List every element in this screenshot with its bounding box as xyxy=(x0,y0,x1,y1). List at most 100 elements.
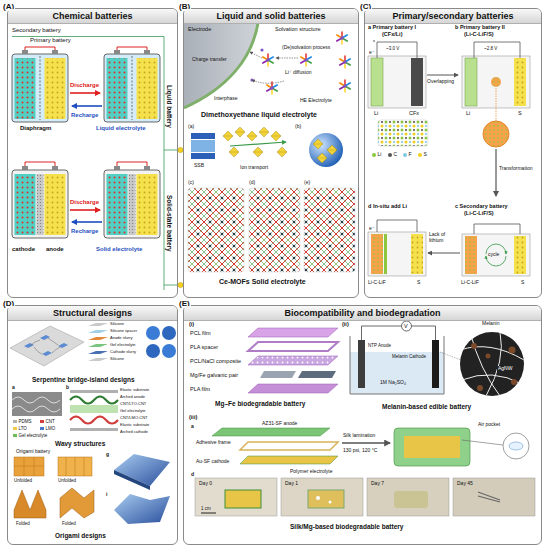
legend-swatch xyxy=(13,420,17,424)
annotation-label: Air pocket xyxy=(478,422,500,428)
annotation-label: Recharge xyxy=(71,228,98,235)
annotation-label: Li xyxy=(466,110,470,116)
annotation-label: 130 psi, 120 °C xyxy=(343,448,377,454)
annotation-label: Interphase xyxy=(214,96,238,102)
annotation-label: Recharge xyxy=(71,112,98,119)
annotation-label: AgNW xyxy=(497,366,513,372)
annotation-label: cathode xyxy=(12,246,35,253)
annotation-label: a xyxy=(191,424,194,430)
legend-item: LMO xyxy=(40,426,55,431)
annotation-label: CFx xyxy=(409,110,419,116)
panel-box: (B)Liquid and solid batteries xyxy=(183,8,359,298)
annotation-label: HE Electrolyte xyxy=(300,98,332,104)
annotation-label: Day 1 xyxy=(285,481,298,487)
annotation-label: (ii) xyxy=(342,321,349,327)
annotation-label: (a) xyxy=(188,124,194,130)
annotation-label: Charge transfer xyxy=(192,57,227,63)
annotation-label: i xyxy=(106,492,107,498)
annotation-label: Silicone spacer xyxy=(110,329,137,334)
annotation-label: Gel electrolyte xyxy=(120,409,146,414)
annotation-label: b xyxy=(66,385,69,391)
legend-swatch xyxy=(40,427,44,431)
annotation-label: (b) xyxy=(295,124,301,130)
annotation-label: Au-SF cathode xyxy=(196,459,229,465)
annotation-label: c Secondary battery xyxy=(455,203,508,209)
annotation-label: Melanin-based edible battery xyxy=(382,403,471,410)
panel-box: (A)Chemical batteries xyxy=(7,8,178,298)
annotation-label: Solid-state battery xyxy=(166,195,173,252)
legend-text: LMO xyxy=(46,426,56,431)
annotation-label: (c) xyxy=(188,180,194,186)
legend-swatch xyxy=(403,153,407,157)
annotation-label: (Li-C-LiF/S) xyxy=(464,31,494,37)
annotation-label: Silk lamination xyxy=(343,433,375,439)
annotation-label: Lack of lithium xyxy=(429,232,459,244)
annotation-label: Discharge xyxy=(70,82,99,89)
annotation-label: Serpentine bridge-island designs xyxy=(32,376,135,383)
annotation-label: Li-C-LiF xyxy=(368,280,386,286)
annotation-label: a Primary battery I xyxy=(368,24,416,30)
annotation-label: Solvation structure xyxy=(275,26,321,32)
annotation-label: e⁻ xyxy=(369,50,374,56)
legend-item: F xyxy=(403,152,412,158)
annotation-label: Gel electrolyte xyxy=(110,343,136,348)
annotation-label: (Li-C-LiF/S) xyxy=(464,210,494,216)
panel-title: Biocompatibility and biodegradation xyxy=(184,306,541,321)
annotation-label: Ion transport xyxy=(240,165,268,171)
annotation-label: Mg/Fe galvanic pair xyxy=(190,372,238,378)
annotation-label: d In-situ add Li xyxy=(368,203,407,209)
legend-swatch xyxy=(372,153,376,157)
panel-title: Liquid and solid batteries xyxy=(184,9,358,24)
annotation-label: Discharge xyxy=(70,199,99,206)
annotation-label: Origami battery xyxy=(16,449,50,455)
annotation-label: g xyxy=(106,452,109,458)
legend-text: Gel electrolyte xyxy=(19,433,48,438)
annotation-label: Ce-MOFs Solid electrolyte xyxy=(219,278,306,286)
annotation-label: 1M Na₂SO₄ xyxy=(380,380,406,386)
legend-item: LTO xyxy=(13,426,27,431)
annotation-label: 1 cm xyxy=(201,506,211,511)
legend-item: Gel electrolyte xyxy=(13,433,47,438)
annotation-label: PLA film xyxy=(190,386,210,392)
panel-title: Structural designs xyxy=(8,306,177,321)
annotation-label: Liquid battery xyxy=(166,85,173,128)
annotation-label: Diaphragm xyxy=(20,125,51,132)
annotation-label: Polymer electrolyte xyxy=(290,469,333,475)
legend-text: Li xyxy=(378,152,382,158)
annotation-label: ~2.8 V xyxy=(484,46,497,51)
legend-swatch xyxy=(13,427,17,431)
annotation-label: d xyxy=(191,472,194,478)
annotation-label: Silicone xyxy=(110,357,124,362)
annotation-label: Arched cathode xyxy=(120,430,148,435)
legend-swatch xyxy=(388,153,392,157)
legend-text: S xyxy=(424,152,427,158)
annotation-label: Li xyxy=(374,110,378,116)
annotation-label: (CFx/Li) xyxy=(382,31,402,37)
annotation-label: Origami designs xyxy=(55,532,106,539)
panel-title: Primary/secondary batteries xyxy=(365,9,541,24)
annotation-label: SSB xyxy=(194,163,204,169)
annotation-label: b Primary battery II xyxy=(455,24,505,30)
annotation-label: S xyxy=(417,280,420,286)
annotation-label: CNT/LMO-CNT xyxy=(120,416,148,421)
annotation-label: a xyxy=(12,385,15,391)
annotation-label: NTP Anode xyxy=(368,343,391,348)
annotation-label: (e) xyxy=(304,180,310,186)
legend-swatch xyxy=(13,434,17,438)
annotation-label: PCL/NaCl composite xyxy=(190,358,241,364)
annotation-label: Melanin xyxy=(482,321,500,327)
annotation-label: Unfolded xyxy=(14,478,32,483)
annotation-label: Mg–Fe biodegradable battery xyxy=(215,400,305,407)
annotation-label: Day 7 xyxy=(371,481,384,487)
annotation-label: Elastic substrate xyxy=(120,423,149,428)
annotation-label: S xyxy=(521,280,524,286)
legend-text: F xyxy=(409,152,412,158)
annotation-label: Overlapping xyxy=(427,79,454,85)
annotation-label: Elastic substrate xyxy=(120,388,149,393)
legend-item: PDMS xyxy=(13,419,32,424)
annotation-label: Primary battery xyxy=(30,37,71,44)
annotation-label: Cathode slurry xyxy=(110,350,136,355)
legend-item: Li xyxy=(372,152,381,158)
annotation-label: e⁻ xyxy=(369,226,374,232)
panel-box: (D)Structural designs xyxy=(7,305,178,545)
